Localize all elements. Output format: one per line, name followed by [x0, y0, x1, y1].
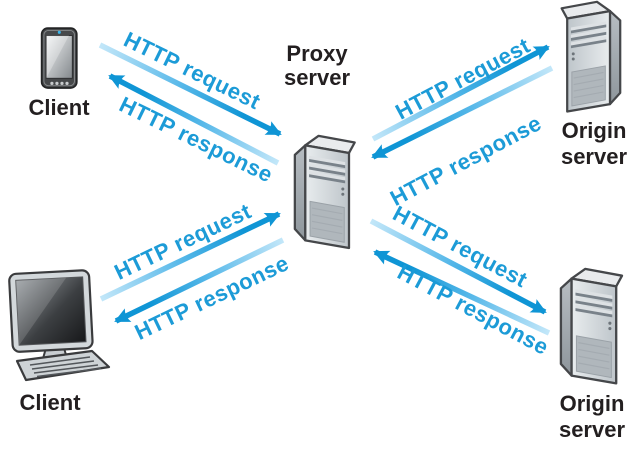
http-response-arrow-origin-bottom-to-proxy: [373, 249, 551, 336]
origin-server-bottom-label: Origin server: [558, 391, 626, 442]
http-request-arrow-proxy-to-origin-bottom: [369, 218, 547, 315]
proxy-server-label: Proxy server: [283, 41, 351, 90]
client-bottom-label: Client: [19, 390, 81, 415]
http-response-arrow-proxy-to-client-bottom: [114, 237, 285, 324]
http-response-arrow-proxy-to-client-top: [108, 73, 280, 166]
http-response-arrow-origin-top-to-proxy: [371, 65, 554, 160]
http-request-arrow-proxy-to-origin-top: [371, 44, 550, 142]
proxy-server-tower-icon: [293, 134, 356, 250]
http-request-arrow-client-bottom-to-proxy: [99, 211, 281, 302]
desktop-computer-icon: [8, 269, 111, 382]
http-request-arrow-client-top-to-proxy: [98, 42, 282, 137]
origin-server-top-tower-icon: [560, 0, 622, 113]
client-top-label: Client: [28, 95, 90, 120]
smartphone-icon: [40, 27, 78, 89]
origin-server-top-label: Origin server: [560, 118, 628, 169]
origin-server-bottom-tower-icon: [559, 267, 624, 385]
